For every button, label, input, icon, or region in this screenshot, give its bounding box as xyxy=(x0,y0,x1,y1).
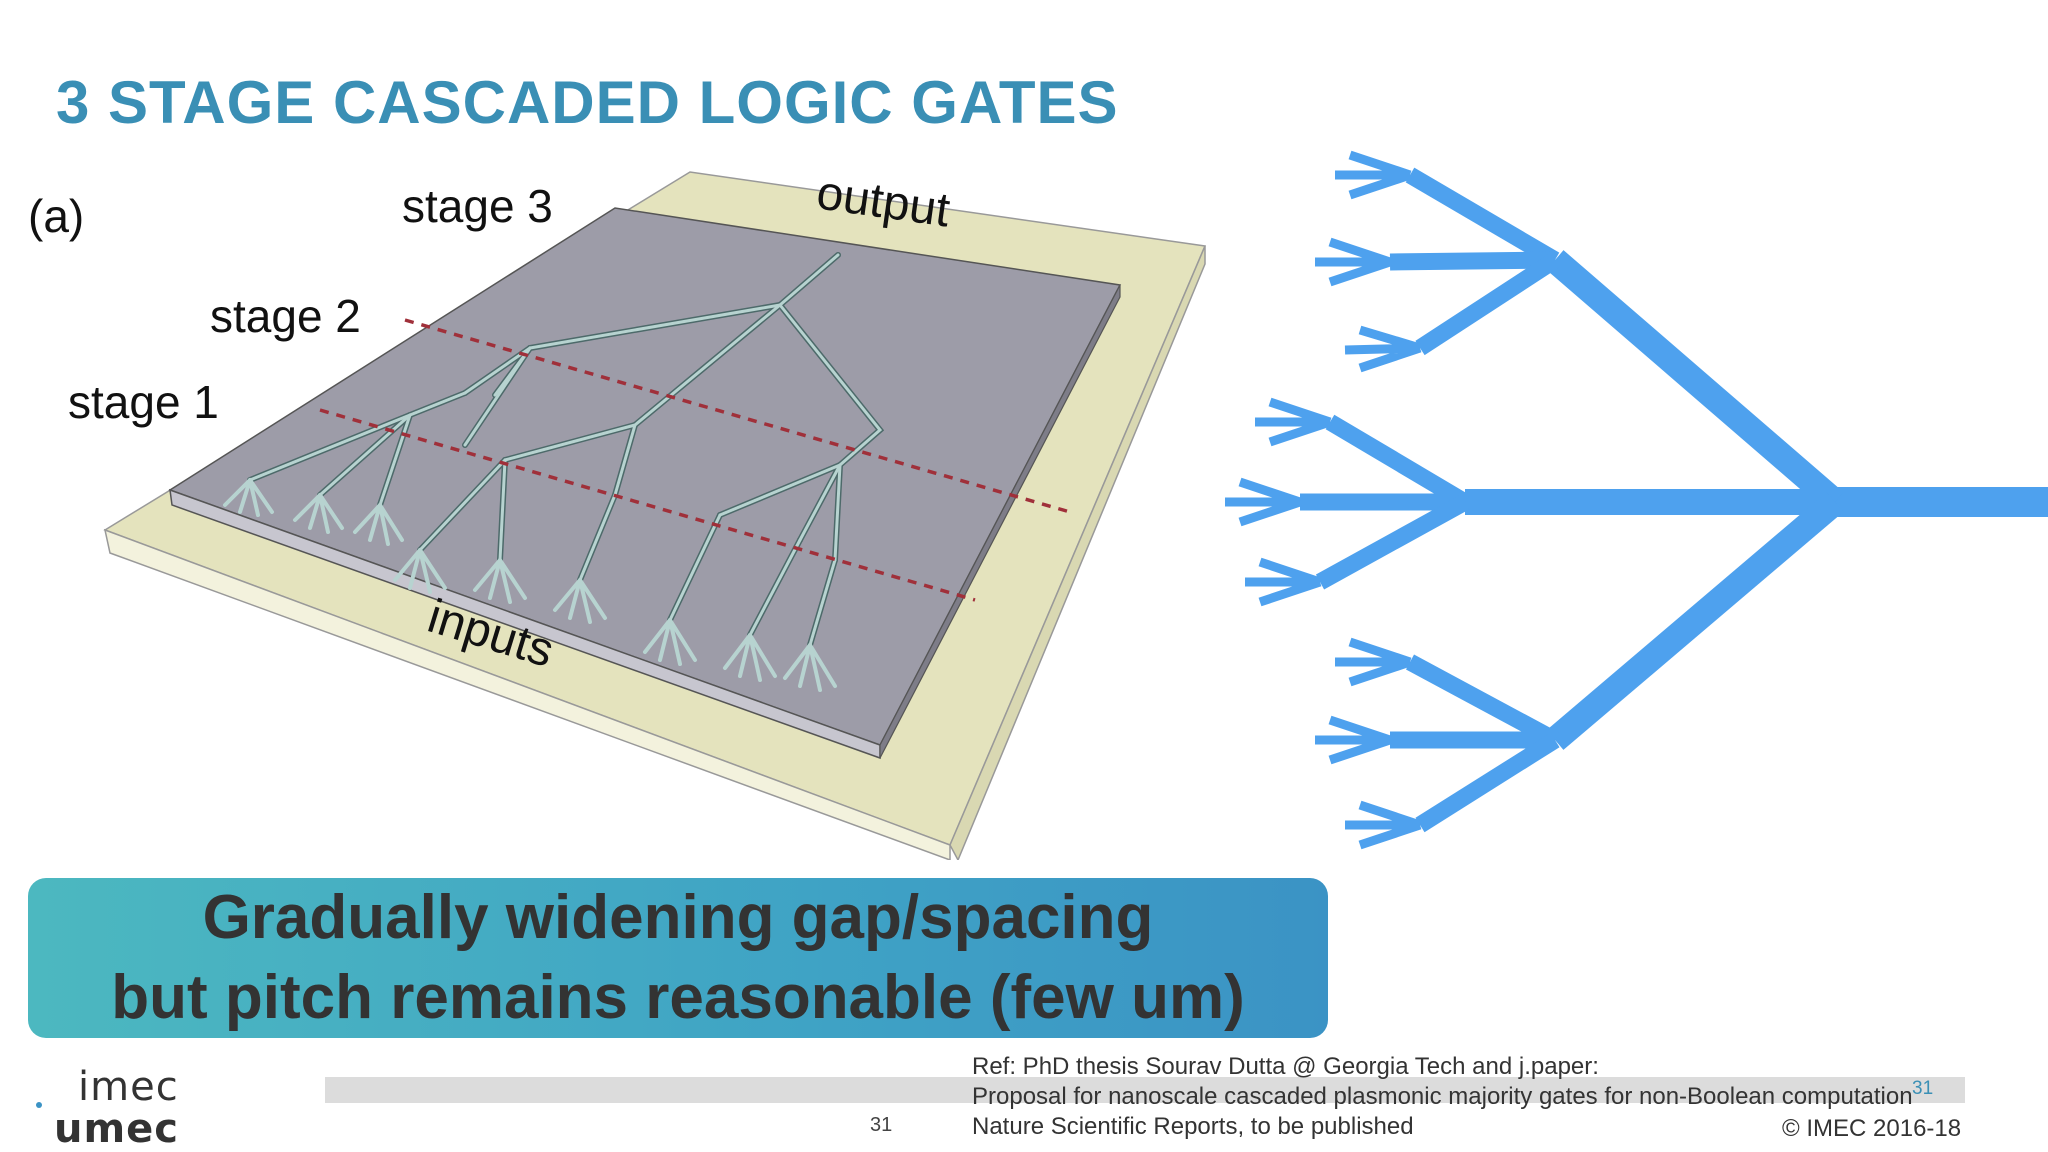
reference-text: Ref: PhD thesis Sourav Dutta @ Georgia T… xyxy=(972,1052,1913,1142)
substrate-side xyxy=(103,528,951,860)
stage-line-1 xyxy=(319,408,976,602)
stage1-label: stage 1 xyxy=(68,376,219,428)
input-forks xyxy=(223,478,837,692)
branch-tree-diagram xyxy=(1225,150,2048,850)
logo-text-top: imec xyxy=(78,1064,179,1110)
stage-lines xyxy=(319,318,1071,602)
tree-branch-upper xyxy=(1546,250,1844,512)
summary-banner: Gradually widening gap/spacing but pitch… xyxy=(28,878,1328,1038)
ref-line-2: Proposal for nanoscale cascaded plasmoni… xyxy=(972,1083,1913,1110)
stage2-label: stage 2 xyxy=(210,290,361,342)
page-number-center: 31 xyxy=(870,1114,893,1136)
stage-line-2 xyxy=(404,318,1071,514)
ref-line-3: Nature Scientific Reports, to be publish… xyxy=(972,1113,1414,1140)
stage3-label: stage 3 xyxy=(402,180,553,232)
slide-title: 3 STAGE CASCADED LOGIC GATES xyxy=(56,69,1119,136)
chip-figure: (a) stage 3 stage 2 stage 1 output input… xyxy=(28,166,1207,860)
logo-dot xyxy=(36,1102,42,1108)
copyright: © IMEC 2016-18 xyxy=(1782,1115,1962,1142)
banner-line-1: Gradually widening gap/spacing xyxy=(202,883,1154,952)
panel-label: (a) xyxy=(28,190,84,242)
imec-logo: imec umec xyxy=(36,1062,216,1152)
logo-text-bottom: umec xyxy=(54,1106,179,1152)
footer-bar xyxy=(325,1077,1965,1103)
banner-line-2: but pitch remains reasonable (few um) xyxy=(111,963,1245,1032)
substrate-right-side xyxy=(949,245,1206,860)
tree-branch-lower xyxy=(1546,492,1844,750)
page-number-right: 31 xyxy=(1912,1078,1934,1099)
ref-line-1: Ref: PhD thesis Sourav Dutta @ Georgia T… xyxy=(972,1053,1599,1080)
chip-right-side xyxy=(879,284,1121,759)
waveguide-tree-highlight xyxy=(248,253,883,647)
